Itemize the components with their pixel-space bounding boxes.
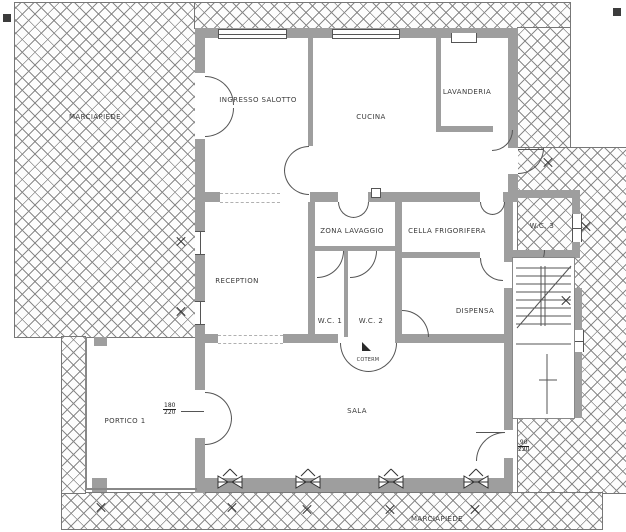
dimension-marker xyxy=(176,307,186,317)
dimension-marker xyxy=(561,296,571,306)
wall xyxy=(402,252,480,258)
door-arc xyxy=(205,392,232,419)
room-label-wc3: W.C. 3 xyxy=(529,222,555,230)
sidewalk-hatch-top xyxy=(194,2,571,29)
wall xyxy=(441,126,493,132)
dimension-marker xyxy=(96,503,106,513)
room-label-sala: SALA xyxy=(347,407,367,415)
wall xyxy=(368,192,480,202)
window-shutter xyxy=(461,468,491,490)
door-arc xyxy=(205,418,232,445)
dimension-marker xyxy=(176,237,186,247)
door-dimension-top: 180 xyxy=(163,402,177,410)
door-arc xyxy=(476,432,505,461)
casement-arc xyxy=(205,108,234,137)
wall-opening xyxy=(504,430,513,458)
door-arc xyxy=(350,251,377,278)
wall xyxy=(574,288,582,418)
window xyxy=(574,330,584,352)
wall xyxy=(195,334,218,343)
door-leaf xyxy=(518,149,543,150)
window xyxy=(218,29,287,39)
window xyxy=(195,301,205,325)
room-label-marciapiede-left: MARCIAPIEDE xyxy=(68,113,122,121)
door-arc xyxy=(284,146,309,171)
corner-tick xyxy=(613,8,621,16)
wall-opening xyxy=(195,390,205,438)
window xyxy=(195,231,205,255)
dashed-opening xyxy=(220,193,280,203)
room-label-marciapiede-bottom: MARCIAPIEDE xyxy=(410,515,464,523)
wall xyxy=(395,334,504,343)
sidewalk-hatch-left xyxy=(14,2,196,338)
room-label-cella-frigorifera: CELLA FRIGORIFERA xyxy=(408,227,486,235)
wall xyxy=(310,192,338,202)
door-dimension-bottom: 220 xyxy=(518,446,530,453)
staircase xyxy=(512,257,575,419)
wall-box xyxy=(371,188,381,198)
window-shutter xyxy=(293,468,323,490)
coterm-label: COTERM xyxy=(356,357,380,363)
room-label-dispensa: DISPENSA xyxy=(455,307,495,315)
wall xyxy=(508,190,580,198)
dimension-marker xyxy=(470,505,480,515)
room-label-portico: PORTICO 1 xyxy=(104,417,146,425)
portico-edge xyxy=(85,337,87,490)
sidewalk-hatch-left-strip xyxy=(61,336,86,494)
door-arc xyxy=(480,258,503,281)
wall xyxy=(344,251,348,337)
wall xyxy=(195,478,513,492)
wall xyxy=(308,38,313,146)
corner-tick xyxy=(3,14,11,22)
wall-opening xyxy=(504,262,513,288)
dimension-marker xyxy=(385,505,395,515)
door-dimension: 90 220 xyxy=(518,439,530,453)
portico-edge xyxy=(85,488,197,490)
door-dimension-bottom: 220 xyxy=(164,409,176,416)
wall xyxy=(315,246,395,251)
door-dimension-top: 90 xyxy=(518,439,530,447)
wall xyxy=(436,38,441,132)
room-label-ingresso-salotto: INGRESSO SALOTTO xyxy=(219,96,297,104)
wall xyxy=(508,28,518,148)
door-arc xyxy=(402,310,429,337)
sidewalk-hatch-bottom xyxy=(61,492,603,530)
wall xyxy=(504,458,513,483)
wall xyxy=(308,202,315,337)
wall-opening xyxy=(508,148,518,174)
sidewalk-hatch-right-upper xyxy=(517,27,571,149)
window xyxy=(332,29,400,39)
room-label-wc2: W.C. 2 xyxy=(358,317,384,325)
room-label-lavanderia: LAVANDERIA xyxy=(442,88,492,96)
dimension-line xyxy=(181,411,204,412)
door-arc xyxy=(284,170,309,195)
door-arc xyxy=(338,202,354,218)
window-shutter xyxy=(376,468,406,490)
coterm-symbol xyxy=(362,342,371,351)
dimension-marker xyxy=(302,505,312,515)
wall xyxy=(94,337,107,346)
wall xyxy=(195,28,205,493)
door-leaf xyxy=(476,432,504,433)
room-label-zona-lavaggio: ZONA LAVAGGIO xyxy=(320,227,384,235)
wall-niche xyxy=(451,33,477,43)
room-label-reception: RECEPTION xyxy=(215,277,259,285)
wall-opening xyxy=(195,73,205,139)
wall xyxy=(508,174,518,192)
room-label-cucina: CUCINA xyxy=(356,113,386,121)
wall xyxy=(395,202,402,337)
door-dimension: 180 220 xyxy=(163,402,177,416)
dimension-marker xyxy=(543,158,553,168)
window-shutter xyxy=(215,468,245,490)
wall xyxy=(195,192,220,202)
dashed-opening xyxy=(218,335,283,344)
door-arc xyxy=(353,202,369,218)
dimension-marker xyxy=(581,222,591,232)
room-label-wc1: W.C. 1 xyxy=(317,317,343,325)
wall xyxy=(504,192,513,430)
dimension-marker xyxy=(227,503,237,513)
door-arc xyxy=(317,251,344,278)
wall xyxy=(283,334,338,343)
